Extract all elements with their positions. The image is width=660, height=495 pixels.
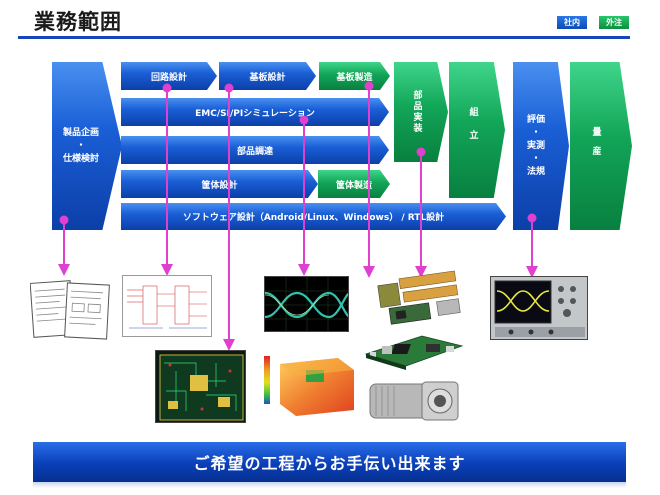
- process-label: 仕様検討: [62, 153, 99, 164]
- process-assembly: 組立: [449, 62, 505, 198]
- eye-diagram-icon: [264, 276, 349, 332]
- assembled-board-icon: [362, 330, 466, 372]
- thermal-simulation-icon: [262, 350, 356, 420]
- connector-dot: [364, 81, 374, 91]
- process-parts-mounting: 部品実装: [394, 62, 448, 162]
- process-parts-procurement: 部品調達: [121, 136, 389, 164]
- connector-dot: [224, 83, 234, 93]
- process-evaluation: 評価 ・ 実測 ・ 法規: [513, 62, 569, 230]
- process-label: 量産: [590, 127, 601, 165]
- connector-dot: [527, 213, 537, 223]
- call-to-action-banner: ご希望の工程からお手伝い出来ます: [33, 442, 626, 488]
- process-label: 評価: [526, 114, 545, 125]
- oscilloscope-icon: [490, 276, 588, 340]
- schematic-icon: [122, 275, 212, 337]
- process-label: 実測: [526, 140, 545, 151]
- connector-dot: [162, 83, 172, 93]
- process-board-manufacturing: 基板製造: [319, 62, 390, 90]
- process-enclosure-manufacturing: 筐体製造: [318, 170, 390, 198]
- process-label: ・: [531, 127, 541, 138]
- process-label: 組立: [467, 107, 478, 153]
- process-board-design: 基板設計: [219, 62, 316, 90]
- header-rule: [18, 36, 630, 39]
- process-software-rtl-design: ソフトウェア設計（Android/Linux、Windows） / RTL設計: [121, 203, 506, 230]
- connector-dot: [59, 215, 69, 225]
- external-legend-badge: 外注: [599, 16, 629, 29]
- spec-document-icon: [29, 278, 110, 340]
- connector-dot: [416, 147, 426, 157]
- process-mass-production: 量産: [570, 62, 632, 230]
- process-label: 製品企画: [62, 127, 99, 138]
- process-enclosure-design: 筐体設計: [121, 170, 318, 198]
- process-label: 部品実装: [411, 90, 422, 134]
- process-label: ・: [531, 153, 541, 164]
- page-title: 業務範囲: [34, 10, 122, 34]
- process-label: 法規: [526, 166, 545, 177]
- internal-legend-badge: 社内: [557, 16, 587, 29]
- flex-board-icon: [374, 270, 466, 328]
- motor-enclosure-icon: [366, 374, 462, 424]
- process-label: ・: [76, 140, 86, 151]
- connector-dot: [299, 115, 309, 125]
- pcb-layout-icon: [155, 350, 246, 423]
- process-emc-si-pi-simulation: EMC/SI/PIシミュレーション: [121, 98, 389, 126]
